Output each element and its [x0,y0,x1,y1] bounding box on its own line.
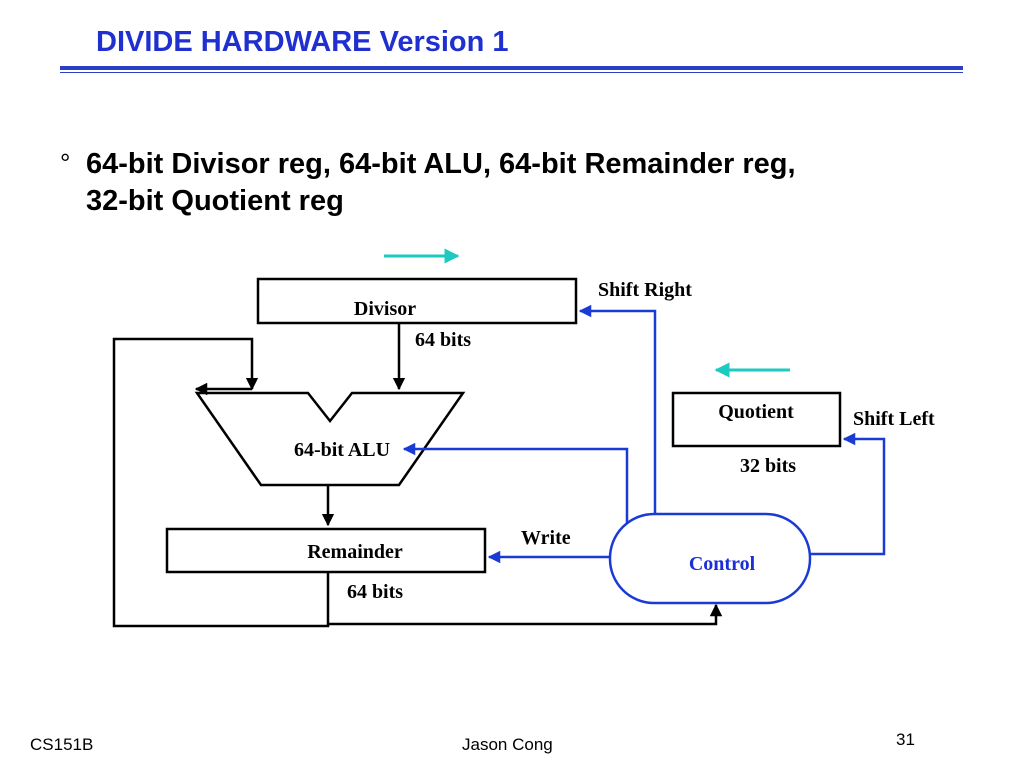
bullet-line-2: 32-bit Quotient reg [86,185,344,217]
remainder-width-label: 64 bits [347,581,403,603]
control-to-divisor-shift-line [578,304,657,514]
control-label: Control [689,553,756,575]
slide-title: DIVIDE HARDWARE Version 1 [96,26,509,58]
bullet-icon: ° [60,148,71,178]
quotient-register [671,391,842,448]
remainder-label: Remainder [307,541,403,563]
divisor-register [256,277,578,325]
footer-page-number: 31 [896,730,915,749]
control-unit [608,512,812,605]
quotient-label: Quotient [718,401,794,423]
bullet-text: 64-bit Divisor reg, 64-bit ALU, 64-bit R… [86,146,966,220]
divisor-label: Divisor [354,298,416,320]
shift-right-label: Shift Right [598,279,692,301]
quotient-width-label: 32 bits [740,455,796,477]
remainder-to-control-arrow [328,603,723,626]
alu-label: 64-bit ALU [294,439,390,461]
footer-course: CS151B [30,735,94,754]
divisor-width-label: 64 bits [415,329,471,351]
shift-left-label: Shift Left [853,408,935,430]
footer-author: Jason Cong [462,735,553,754]
remainder-register [165,527,487,574]
write-label: Write [521,527,571,549]
title-underline-thick [60,66,963,70]
alu-shape [194,391,466,487]
control-to-alu-line [402,442,629,524]
title-underline-thin [60,72,963,73]
control-to-quotient-shift-line [810,432,886,556]
bullet-line-1: 64-bit Divisor reg, 64-bit ALU, 64-bit R… [86,148,796,180]
remainder-feedback-loop [112,337,330,628]
